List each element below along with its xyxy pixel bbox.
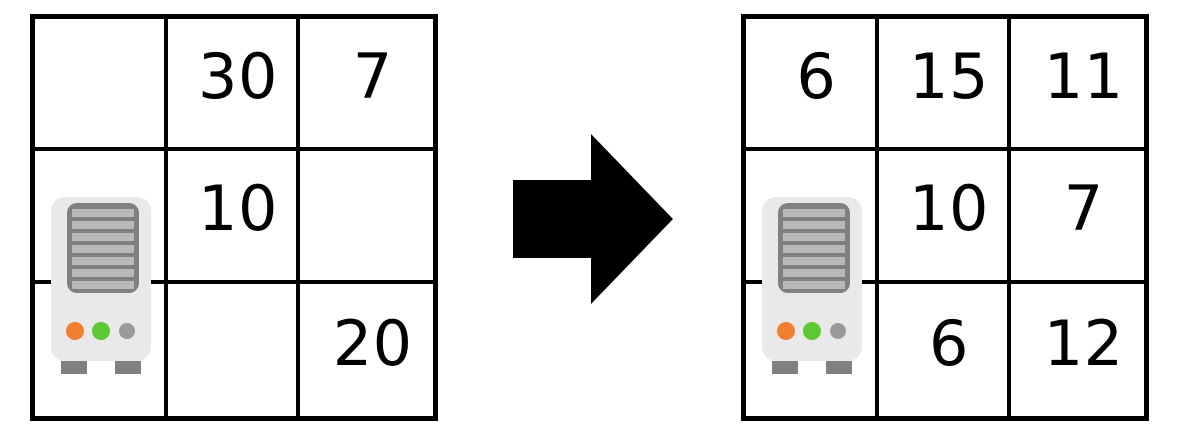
before-cell-r3c1[interactable]: [35, 283, 168, 416]
before-cell-r3c3[interactable]: 20: [300, 284, 433, 416]
before-cell-r3c2[interactable]: [168, 283, 301, 416]
before-cell-r2c3[interactable]: [300, 151, 433, 284]
before-cell-r2c1[interactable]: [35, 151, 168, 284]
after-cell-r3c2[interactable]: 6: [879, 283, 1012, 416]
right-arrow-icon: [513, 134, 673, 304]
cell-value: 10: [909, 172, 989, 246]
after-cell-r3c1[interactable]: [746, 283, 879, 416]
cell-value: 7: [352, 40, 393, 114]
after-cell-r1c3[interactable]: 11: [1011, 19, 1144, 152]
cell-value: 20: [332, 306, 413, 380]
cell-value: 12: [1043, 306, 1124, 380]
before-cell-r2c2[interactable]: 10: [167, 151, 301, 284]
after-cell-r3c3[interactable]: 12: [1011, 284, 1144, 416]
cell-value: 6: [796, 40, 837, 114]
before-grid: 30 7 10 20: [30, 14, 438, 421]
after-cell-r2c3[interactable]: 7: [1011, 151, 1144, 284]
cell-value: 30: [198, 40, 278, 114]
after-cell-r2c1[interactable]: [746, 151, 879, 284]
before-cell-r1c1[interactable]: [35, 19, 168, 152]
before-cell-r1c2[interactable]: 30: [167, 19, 301, 152]
after-cell-r2c2[interactable]: 10: [878, 151, 1012, 284]
cell-value: 11: [1043, 40, 1124, 114]
cell-value: 6: [929, 306, 969, 380]
after-grid: 6 15 11 10 7 6 12: [741, 14, 1149, 421]
cell-value: 7: [1063, 172, 1104, 246]
cell-value: 15: [909, 40, 989, 114]
before-cell-r1c3[interactable]: 7: [300, 19, 433, 152]
after-cell-r1c2[interactable]: 15: [878, 19, 1012, 152]
after-cell-r1c1[interactable]: 6: [746, 19, 879, 152]
cell-value: 10: [198, 172, 278, 246]
